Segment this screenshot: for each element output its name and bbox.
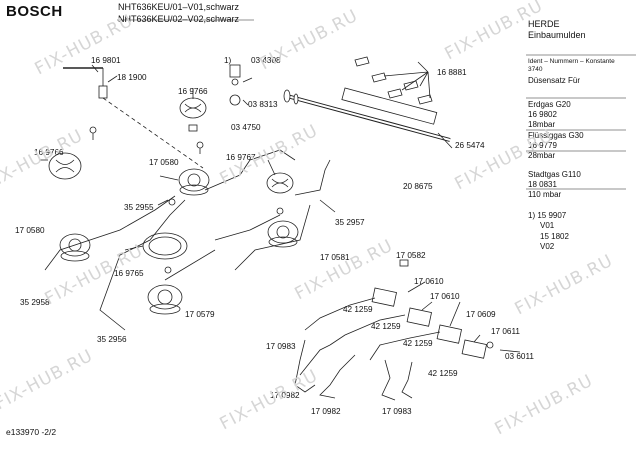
part-label: 17 0580	[149, 158, 179, 167]
part-label: 35 2958	[20, 298, 50, 307]
part-label: 17 0982	[311, 407, 341, 416]
part-label: 17 0582	[396, 251, 426, 260]
part-label: 35 2957	[335, 218, 365, 227]
ident-value: 3740	[528, 66, 543, 73]
part-label: 17 0610	[414, 277, 444, 286]
sidebar-line: V02	[540, 242, 555, 251]
model-line-1: NHT636KEU/01–V01,schwarz	[118, 2, 240, 12]
part-label: 35 2956	[97, 335, 127, 344]
nozzle-title: Düsensatz Für	[528, 76, 581, 85]
sidebar-line: 110 mbar	[528, 190, 562, 199]
category-line-1: HERDE	[528, 19, 560, 29]
part-label: 42 1259	[403, 339, 433, 348]
brand-logo: BOSCH	[6, 3, 63, 20]
part-label: 18 1900	[117, 73, 147, 82]
part-label: 17 0610	[430, 292, 460, 301]
part-label: 03 6011	[505, 352, 534, 361]
sidebar-line: Stadtgas G110	[528, 170, 581, 179]
part-label: 17 0983	[266, 342, 296, 351]
part-label: 17 0982	[270, 391, 300, 400]
ident-label: Ident – Nummern – Konstante	[528, 58, 615, 65]
model-line-2: NHT636KEU/02–V02,schwarz	[118, 14, 240, 24]
part-label: 17 0609	[466, 310, 496, 319]
part-label: 16 9801	[91, 56, 121, 65]
sidebar-line: 18 0831	[528, 180, 557, 189]
part-label: 16 9766	[178, 87, 208, 96]
sidebar-line: 16 9802	[528, 110, 557, 119]
part-label: 42 1259	[371, 322, 401, 331]
part-label: 42 1259	[428, 369, 458, 378]
part-label: 1)	[224, 56, 232, 65]
part-label: 17 0581	[320, 253, 350, 262]
sidebar-line: 28mbar	[528, 151, 556, 160]
part-label: 42 1259	[343, 305, 373, 314]
sidebar-line: Erdgas G20	[528, 100, 571, 109]
part-label: 17 0580	[15, 226, 45, 235]
part-label: 17 0579	[185, 310, 215, 319]
sidebar-line: V01	[540, 221, 555, 230]
sidebar-line: 1) 15 9907	[528, 211, 567, 220]
document-id: e133970 -2/2	[6, 427, 57, 437]
sidebar-line: 15 1802	[540, 232, 569, 241]
part-label: 16 8881	[437, 68, 467, 77]
part-label: 17 0983	[382, 407, 412, 416]
part-label: 16 9765	[114, 269, 144, 278]
part-label: 20 8675	[403, 182, 433, 191]
category-line-2: Einbaumulden	[528, 30, 586, 40]
part-label: 35 2955	[124, 203, 154, 212]
part-label: 16 9766	[34, 148, 64, 157]
sidebar-line: Flüssiggas G30	[528, 131, 584, 140]
sidebar-line: 16 9779	[528, 141, 557, 150]
part-label: 17 0611	[491, 327, 520, 336]
sidebar-line: 18mbar	[528, 120, 556, 129]
part-label: 03 4308	[251, 56, 281, 65]
part-label: 03 4750	[231, 123, 261, 132]
part-label: 26 5474	[455, 141, 485, 150]
part-label: 16 9767	[226, 153, 256, 162]
part-label: 03 8313	[248, 100, 278, 109]
